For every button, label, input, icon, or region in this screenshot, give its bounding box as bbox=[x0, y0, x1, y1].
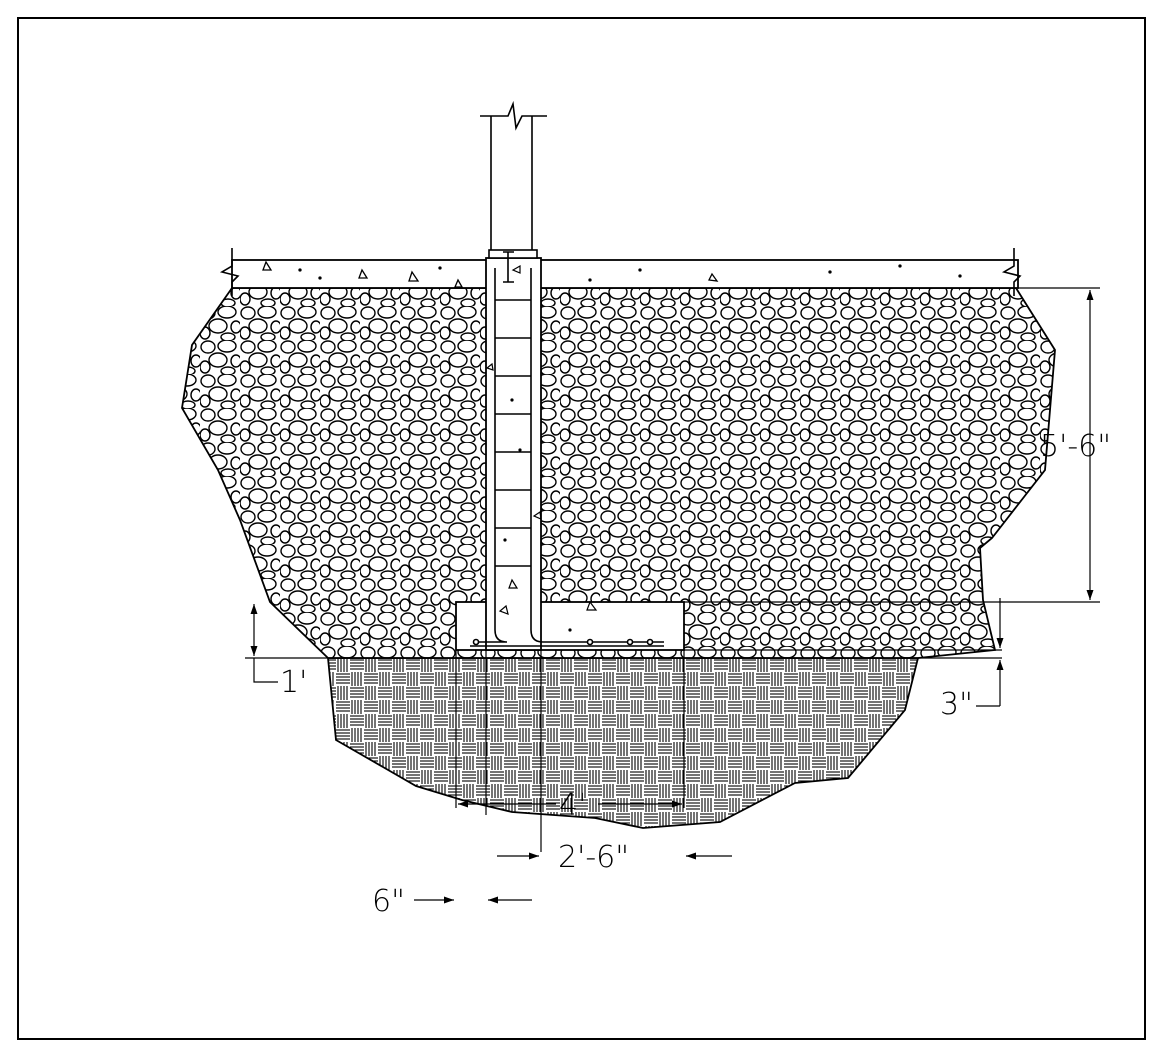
pier-aggregate bbox=[485, 264, 598, 632]
subgrade-soil-hatch bbox=[327, 657, 920, 829]
drawing-frame bbox=[17, 17, 1146, 1040]
dim-label-cover: 3" bbox=[940, 687, 973, 722]
slab-aggregate bbox=[262, 260, 962, 288]
base-plate bbox=[488, 249, 538, 259]
rebar-cage bbox=[470, 268, 664, 647]
concrete-slab bbox=[231, 259, 1019, 289]
slab-break-left bbox=[219, 248, 240, 296]
dim-label-footing-thickness: 1' bbox=[280, 665, 307, 700]
dim-label-column: 2'-6" bbox=[558, 840, 629, 875]
anchor-bolt bbox=[503, 251, 514, 283]
steel-column-above bbox=[480, 100, 547, 250]
dim-leader-footing-thickness bbox=[253, 658, 278, 683]
dim-label-footing-width: 4' bbox=[559, 788, 586, 823]
slab-break-right bbox=[1001, 248, 1022, 296]
dim-label-depth: 5'-6" bbox=[1040, 429, 1111, 464]
extension-lines bbox=[245, 287, 1100, 852]
gravel-backfill-hatch bbox=[181, 287, 1056, 659]
dim-label-offset: 6" bbox=[372, 884, 405, 919]
